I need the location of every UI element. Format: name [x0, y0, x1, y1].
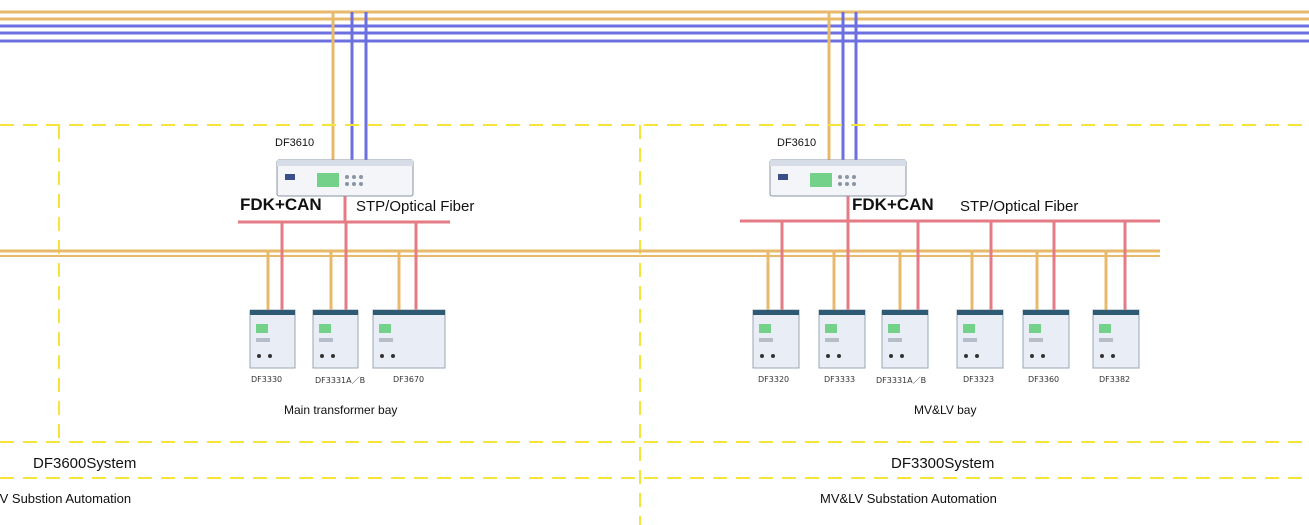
relay-display-icon — [888, 324, 900, 333]
relay-led-icon — [391, 354, 395, 358]
button-icon — [845, 175, 849, 179]
button-icon — [345, 175, 349, 179]
relay-top-icon — [373, 310, 445, 315]
relay-display-icon — [1029, 324, 1041, 333]
relay-led-icon — [889, 354, 893, 358]
button-icon — [845, 182, 849, 186]
relay-keys-icon — [825, 338, 839, 342]
device-label: DF3331A／B — [876, 376, 927, 385]
relay-display-icon — [1099, 324, 1111, 333]
relay-led-icon — [826, 354, 830, 358]
relay-top-icon — [250, 310, 295, 315]
button-icon — [852, 182, 856, 186]
relay-led-icon — [837, 354, 841, 358]
device-label: DF3360 — [1028, 375, 1060, 384]
relay-led-icon — [1111, 354, 1115, 358]
relay-keys-icon — [379, 338, 393, 342]
device-label: DF3330 — [251, 375, 283, 384]
button-icon — [838, 175, 842, 179]
relay-keys-icon — [1099, 338, 1113, 342]
relay-display-icon — [963, 324, 975, 333]
controller-display-icon — [317, 173, 339, 187]
device-label: DF3382 — [1099, 375, 1131, 384]
device-label: DF3323 — [963, 375, 995, 384]
relay-keys-icon — [319, 338, 333, 342]
relay-display-icon — [319, 324, 331, 333]
button-icon — [352, 175, 356, 179]
button-icon — [838, 182, 842, 186]
right-automation-label: MV&LV Substation Automation — [820, 491, 997, 506]
relay-led-icon — [771, 354, 775, 358]
left-automation-label: IV Substion Automation — [0, 491, 132, 506]
relay-display-icon — [379, 324, 391, 333]
device-label: DF3333 — [824, 375, 856, 384]
relay-led-icon — [964, 354, 968, 358]
relay-led-icon — [320, 354, 324, 358]
relay-display-icon — [256, 324, 268, 333]
button-icon — [359, 175, 363, 179]
relay-led-icon — [760, 354, 764, 358]
right-medium-label: STP/Optical Fiber — [960, 198, 1079, 215]
relay-top-icon — [882, 310, 928, 315]
relay-led-icon — [1100, 354, 1104, 358]
button-icon — [345, 182, 349, 186]
relay-led-icon — [1041, 354, 1045, 358]
relay-keys-icon — [759, 338, 773, 342]
relay-led-icon — [268, 354, 272, 358]
status-led-icon — [285, 174, 295, 180]
left-bay-label: Main transformer bay — [284, 403, 398, 417]
relay-led-icon — [1030, 354, 1034, 358]
device-label: DF3670 — [393, 375, 425, 384]
relay-led-icon — [900, 354, 904, 358]
right-protocol-label: FDK+CAN — [852, 195, 934, 214]
relay-keys-icon — [888, 338, 902, 342]
relay-top-icon — [819, 310, 865, 315]
controller-top-icon — [770, 160, 906, 166]
relay-keys-icon — [256, 338, 270, 342]
left-system-label: DF3600System — [33, 455, 137, 472]
left-protocol-label: FDK+CAN — [240, 195, 322, 214]
device-label: DF3331A／B — [315, 376, 366, 385]
relay-led-icon — [331, 354, 335, 358]
relay-top-icon — [313, 310, 358, 315]
left-medium-label: STP/Optical Fiber — [356, 198, 475, 215]
relay-top-icon — [1093, 310, 1139, 315]
controller-display-icon — [810, 173, 832, 187]
relay-top-icon — [957, 310, 1003, 315]
relay-keys-icon — [1029, 338, 1043, 342]
relay-display-icon — [759, 324, 771, 333]
button-icon — [352, 182, 356, 186]
relay-top-icon — [1023, 310, 1069, 315]
device-label: DF3320 — [758, 375, 790, 384]
button-icon — [359, 182, 363, 186]
button-icon — [852, 175, 856, 179]
status-led-icon — [778, 174, 788, 180]
right-bay-label: MV&LV bay — [914, 403, 977, 417]
relay-led-icon — [257, 354, 261, 358]
controller-top-icon — [277, 160, 413, 166]
relay-display-icon — [825, 324, 837, 333]
relay-keys-icon — [963, 338, 977, 342]
relay-led-icon — [975, 354, 979, 358]
right-system-label: DF3300System — [891, 455, 995, 472]
left-controller-label: DF3610 — [275, 137, 315, 149]
right-controller-label: DF3610 — [777, 137, 817, 149]
relay-led-icon — [380, 354, 384, 358]
relay-top-icon — [753, 310, 799, 315]
